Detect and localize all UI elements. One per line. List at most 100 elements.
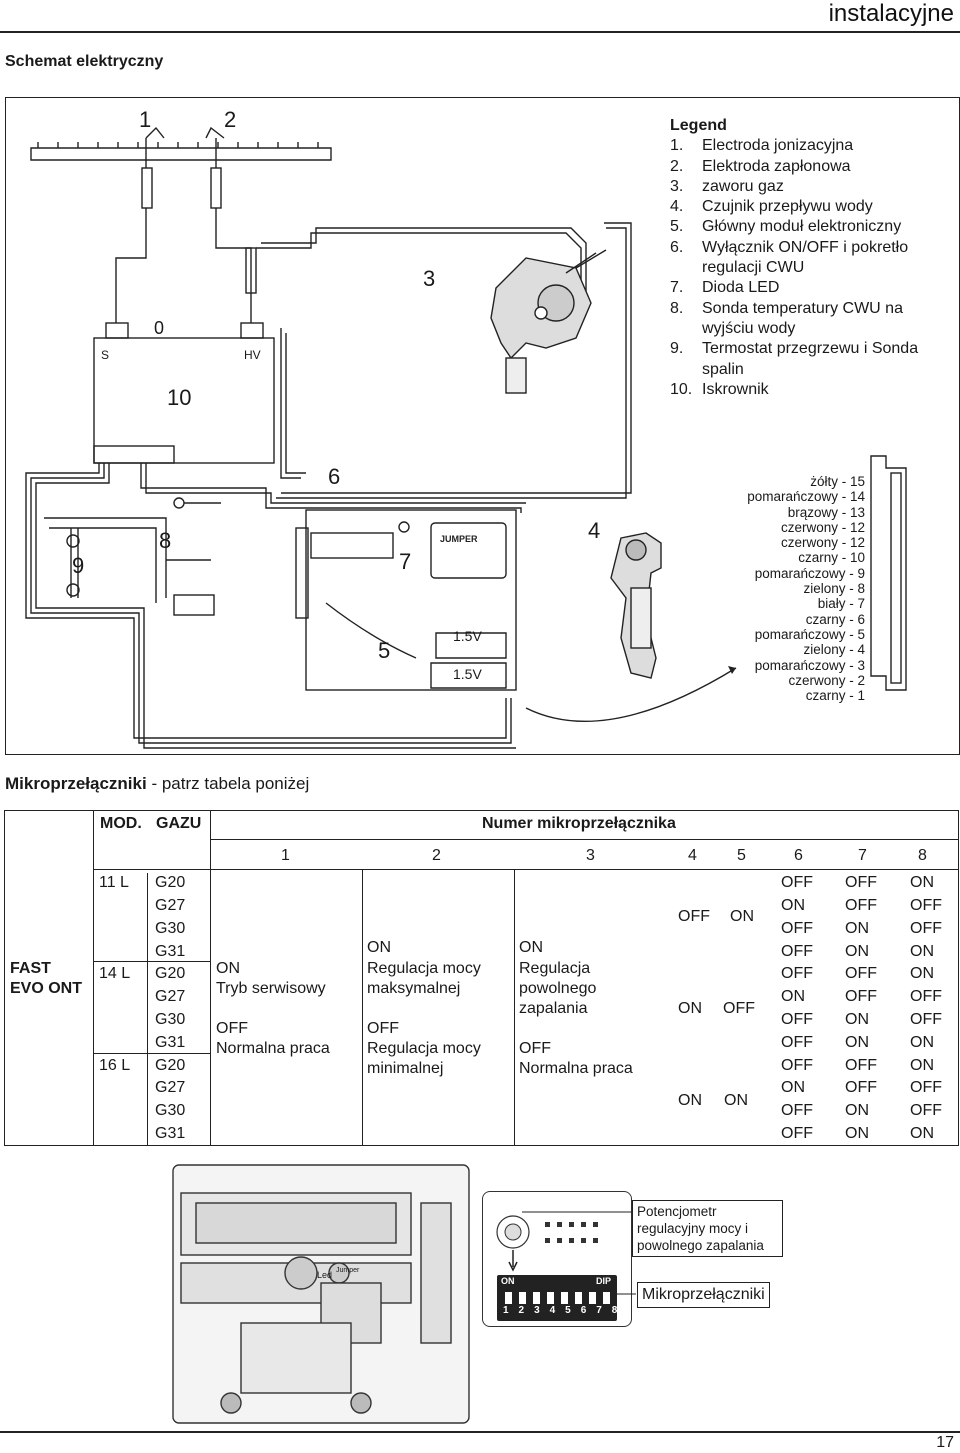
label-1: 1 xyxy=(139,107,152,132)
legend-item: 7.Dioda LED xyxy=(670,279,780,297)
wire-item: czarny - 1 xyxy=(805,688,865,704)
switch-number: 4 xyxy=(688,847,697,864)
label-6: 6 xyxy=(328,464,341,489)
sw2-on-desc: Regulacja mocy xyxy=(367,960,481,977)
wiring-diagram: JUMPER 1 2 3 4 5 6 7 8 9 10 S HV 0 1.5V … xyxy=(5,97,960,755)
gas-type: G20 xyxy=(155,965,186,982)
boiler-photo: Led Jumper xyxy=(171,1163,471,1425)
label-2: 2 xyxy=(224,107,237,132)
burner-nozzles xyxy=(37,142,319,148)
page-header: instalacyjne xyxy=(0,0,960,32)
gas-type: G20 xyxy=(155,1057,186,1074)
dip-label: DIP xyxy=(596,1276,612,1286)
sw1-on-desc: Tryb serwisowy xyxy=(216,980,326,997)
gas-type: G27 xyxy=(155,1079,186,1096)
sw4-value: ON xyxy=(678,1000,702,1017)
header-title: instalacyjne xyxy=(828,0,954,27)
wire-item: zielony - 4 xyxy=(803,642,865,658)
gas-valve-graphic xyxy=(490,249,607,394)
legend-item: 3.zaworu gaz xyxy=(670,177,784,195)
label-9: 9 xyxy=(72,553,85,578)
size-label: 16 L xyxy=(99,1057,131,1074)
size-label: 11 L xyxy=(99,874,129,891)
legend-item: 4.Czujnik przepływu wody xyxy=(670,198,873,216)
wire-item: pomarańczowy - 9 xyxy=(754,565,865,581)
label-4: 4 xyxy=(588,518,601,543)
photo-led-label: Led xyxy=(317,1270,333,1280)
wire-item: czerwony - 12 xyxy=(780,535,865,551)
wire-item: pomarańczowy - 5 xyxy=(754,626,865,642)
legend-item: 6.Wyłącznik ON/OFF i pokretło regulacji … xyxy=(670,238,909,277)
size-label: 14 L xyxy=(99,965,131,982)
gas-type: G20 xyxy=(155,874,186,891)
section-title-switches: Mikroprzełączniki - patrz tabela poniżej xyxy=(5,774,310,793)
gas-type: G30 xyxy=(155,1102,186,1119)
label-3: 3 xyxy=(423,266,436,291)
wire-color-list: żółty - 15 pomarańczowy - 14 brązowy - 1… xyxy=(747,474,865,703)
dip-switch-panel: ON DIP 1 2 3 4 5 6 7 8 xyxy=(482,1191,632,1327)
wire-item: biały - 7 xyxy=(817,596,865,612)
sw1-off-desc: Normalna praca xyxy=(216,1040,330,1057)
sw5-value: ON xyxy=(730,908,754,925)
gas-type: G31 xyxy=(155,943,186,960)
sw5-value: OFF xyxy=(723,1000,755,1017)
wire-item: pomarańczowy - 3 xyxy=(754,657,865,673)
sw2-off-desc: Regulacja mocy xyxy=(367,1040,481,1057)
gas-type: G30 xyxy=(155,920,186,937)
switch-number: 1 xyxy=(281,847,290,864)
sw1-off: OFF xyxy=(216,1020,248,1037)
sw3-off-desc: Normalna praca xyxy=(519,1060,633,1077)
header-rule xyxy=(0,31,960,33)
legend-item: 9.Termostat przegrzewu i Sonda spalin xyxy=(670,340,919,378)
sw2-off: OFF xyxy=(367,1020,399,1037)
header-mod: MOD. xyxy=(100,815,142,832)
footer-rule xyxy=(0,1431,960,1433)
gas-type: G31 xyxy=(155,1034,186,1051)
gas-type: G27 xyxy=(155,897,186,914)
legend-title: Legend xyxy=(670,117,727,134)
sw5-value: ON xyxy=(724,1092,748,1109)
wire-item: zielony - 8 xyxy=(803,581,865,597)
switch-number: 6 xyxy=(794,847,803,864)
header-switch-number: Numer mikroprzełącznika xyxy=(482,815,676,832)
sw3-on-desc: powolnego xyxy=(519,980,597,997)
label-10: 10 xyxy=(167,385,192,410)
sw2-on: ON xyxy=(367,939,391,956)
page-number: 17 xyxy=(936,1434,954,1451)
sw3-on-desc: Regulacja xyxy=(519,960,591,977)
battery-label-2: 1.5V xyxy=(453,666,482,682)
label-8: 8 xyxy=(159,528,172,553)
wire-item: czarny - 10 xyxy=(798,550,865,566)
sw2-on-desc: maksymalnej xyxy=(367,980,461,997)
gas-type: G27 xyxy=(155,988,186,1005)
header-gazu: GAZU xyxy=(156,815,202,832)
legend-item: 2.Elektroda zapłonowa xyxy=(670,157,851,175)
legend: Legend 1.Electroda jonizacyjna 2.Elektro… xyxy=(670,116,940,400)
wire-item: czerwony - 12 xyxy=(780,519,865,535)
switch-number: 7 xyxy=(858,847,867,864)
label-7: 7 xyxy=(399,549,412,574)
model-name-line1: FAST xyxy=(10,960,51,977)
sw4-value: ON xyxy=(678,1092,702,1109)
dip-switch-table: MOD. GAZU Numer mikroprzełącznika 1 2 3 … xyxy=(4,810,959,1146)
potentiometer-callout: Potencjometr regulacyjny mocy i powolneg… xyxy=(632,1200,783,1257)
wire-item: żółty - 15 xyxy=(810,474,865,489)
wiring-diagram-graphic: JUMPER xyxy=(25,126,907,749)
sw2-off-desc: minimalnej xyxy=(367,1060,444,1077)
sw4-value: OFF xyxy=(678,908,710,925)
label-s: S xyxy=(101,348,110,362)
sw1-on: ON xyxy=(216,960,240,977)
legend-item: 5.Główny moduł elektroniczny xyxy=(670,218,902,236)
wire-item: brązowy - 13 xyxy=(787,504,865,520)
section-title-wiring: Schemat elektryczny xyxy=(5,53,164,70)
legend-item: 8.Sonda temperatury CWU na wyjściu wody xyxy=(670,299,903,337)
switch-number: 2 xyxy=(432,847,441,864)
wire-item: czarny - 6 xyxy=(805,611,865,627)
photo-jumper-label: Jumper xyxy=(336,1267,360,1274)
label-hv: HV xyxy=(244,348,261,362)
battery-label-1: 1.5V xyxy=(453,628,482,644)
sw3-off: OFF xyxy=(519,1040,551,1057)
label-5: 5 xyxy=(378,638,391,663)
sw3-on: ON xyxy=(519,939,543,956)
